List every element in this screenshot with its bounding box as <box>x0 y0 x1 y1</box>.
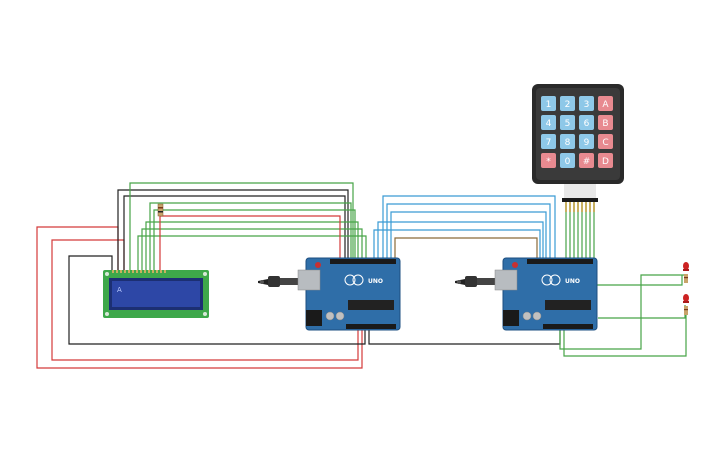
keypad-key-star[interactable] <box>541 153 556 168</box>
keypad-key-A[interactable] <box>598 96 613 111</box>
arduino-left-label: UNO <box>368 278 383 285</box>
keypad-key-label: 3 <box>584 100 590 110</box>
keypad-keys: 1 2 3 A 4 5 6 B 7 8 9 C * 0 # D <box>541 96 613 168</box>
wire-green-3[interactable] <box>153 209 356 272</box>
resistor-led-2[interactable] <box>684 306 688 315</box>
keypad-key-6[interactable] <box>579 115 594 130</box>
wire-red-short[interactable] <box>159 215 341 272</box>
keypad-key-8[interactable] <box>560 134 575 149</box>
resistor-lcd[interactable] <box>157 203 164 217</box>
keypad-key-label: 8 <box>565 138 571 148</box>
keypad-key-5[interactable] <box>560 115 575 130</box>
wire-green-6[interactable] <box>137 235 367 272</box>
usb-cable-left[interactable] <box>258 276 298 287</box>
keypad-4x4[interactable]: 1 2 3 A 4 5 6 B 7 8 9 C * 0 # D <box>532 84 624 212</box>
wire-black-top2[interactable] <box>123 195 346 272</box>
lcd-screen <box>112 281 200 307</box>
arduino-uno-right[interactable]: UNO <box>455 257 598 331</box>
led-1[interactable] <box>683 262 689 271</box>
keypad-key-label: D <box>602 157 609 167</box>
wire-black-gnd[interactable] <box>68 255 366 345</box>
keypad-key-D[interactable] <box>598 153 613 168</box>
wire-green-2[interactable] <box>149 202 352 272</box>
keypad-key-label: 5 <box>565 119 571 129</box>
wire-led-1[interactable] <box>596 275 683 286</box>
wire-black-top1[interactable] <box>117 189 349 272</box>
keypad-key-hash[interactable] <box>579 153 594 168</box>
wire-blue-3[interactable] <box>390 211 547 260</box>
keypad-key-0[interactable] <box>560 153 575 168</box>
wire-green-5[interactable] <box>141 228 363 272</box>
resistor-led-1[interactable] <box>684 274 688 283</box>
arduino-right-label: UNO <box>565 278 580 285</box>
keypad-key-label: B <box>602 119 608 129</box>
wire-led-gnd2[interactable] <box>563 310 687 357</box>
wire-blue-4[interactable] <box>377 221 544 260</box>
keypad-key-4[interactable] <box>541 115 556 130</box>
lcd-text: A <box>117 286 122 294</box>
keypad-key-label: 0 <box>565 157 571 167</box>
wire-blue-1[interactable] <box>382 195 556 260</box>
wire-black-bridge[interactable] <box>368 330 561 345</box>
usb-cable-right[interactable] <box>455 276 495 287</box>
keypad-key-2[interactable] <box>560 96 575 111</box>
wire-brown[interactable] <box>394 237 538 260</box>
arduino-uno-left[interactable]: UNO <box>258 257 401 331</box>
keypad-key-label: * <box>546 157 551 167</box>
keypad-key-C[interactable] <box>598 134 613 149</box>
keypad-key-label: # <box>583 157 591 167</box>
keypad-key-label: 9 <box>584 138 590 148</box>
led-2[interactable] <box>683 294 689 303</box>
keypad-key-9[interactable] <box>579 134 594 149</box>
wire-led-gnd1[interactable] <box>559 274 686 350</box>
wire-blue-2[interactable] <box>386 203 551 260</box>
keypad-key-1[interactable] <box>541 96 556 111</box>
keypad-key-label: A <box>602 100 609 110</box>
keypad-key-label: 1 <box>546 100 552 110</box>
wire-green-4[interactable] <box>145 221 359 272</box>
keypad-key-label: 6 <box>584 119 590 129</box>
keypad-key-label: 2 <box>565 100 571 110</box>
keypad-key-label: 4 <box>546 119 552 129</box>
wire-blue-5[interactable] <box>373 229 541 260</box>
lcd-pins <box>112 270 166 273</box>
wires <box>36 182 687 369</box>
keypad-key-3[interactable] <box>579 96 594 111</box>
keypad-key-label: C <box>602 138 608 148</box>
keypad-key-B[interactable] <box>598 115 613 130</box>
lcd-module[interactable]: A <box>103 270 209 318</box>
keypad-ribbon <box>564 184 596 198</box>
keypad-key-7[interactable] <box>541 134 556 149</box>
keypad-key-label: 7 <box>546 138 552 148</box>
